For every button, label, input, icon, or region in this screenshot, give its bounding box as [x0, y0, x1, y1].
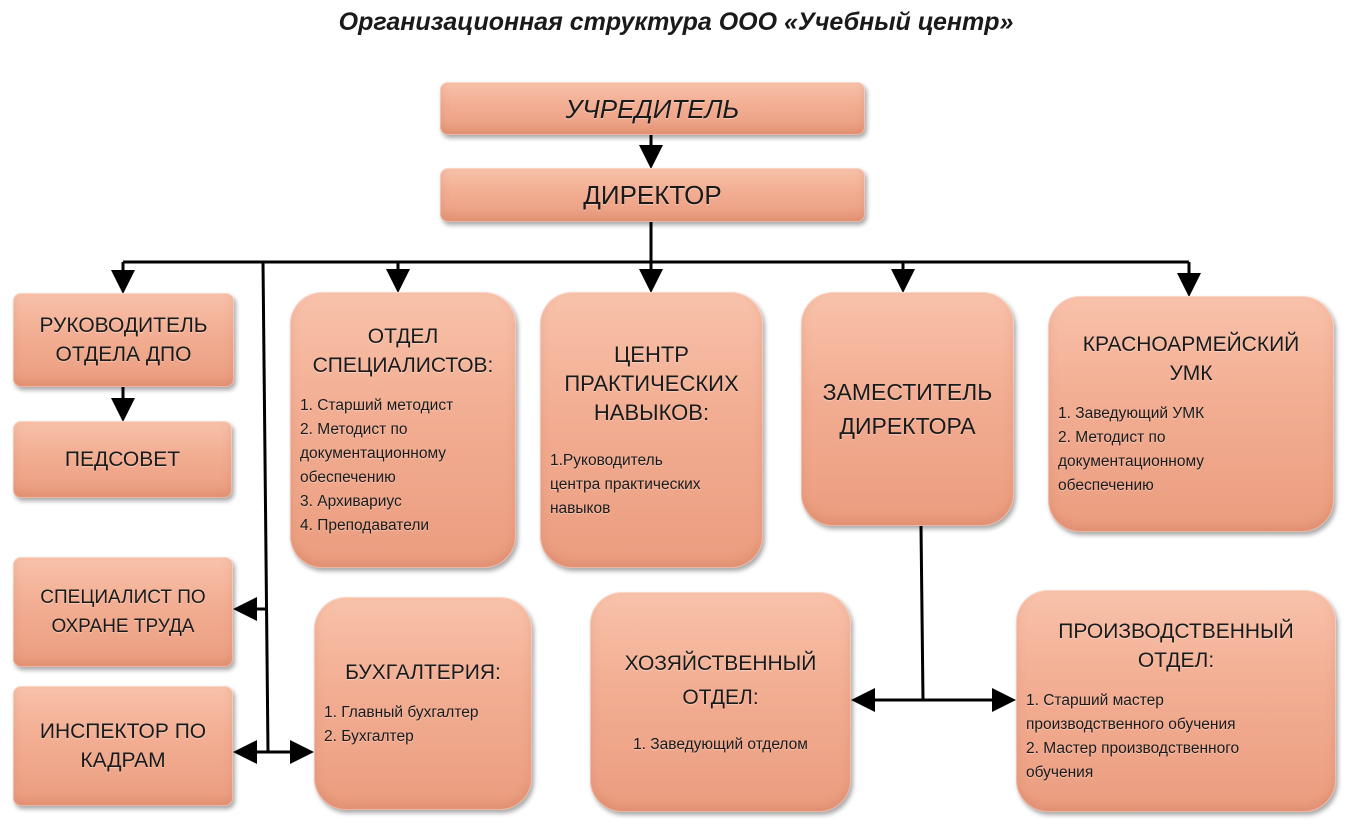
node-title: ХОЗЯЙСТВЕННЫЙ — [624, 652, 817, 675]
node-title: ПРОИЗВОДСТВЕННЫЙ — [1058, 620, 1294, 643]
node-item: обучения — [1026, 764, 1094, 781]
node-household: ХОЗЯЙСТВЕННЫЙ ОТДЕЛ: 1. Заведующий отдел… — [590, 592, 851, 812]
node-item: 2. Методист по — [1058, 429, 1166, 446]
node-safety: СПЕЦИАЛИСТ ПО ОХРАНЕ ТРУДА — [13, 557, 233, 667]
node-production: ПРОИЗВОДСТВЕННЫЙ ОТДЕЛ: 1. Старший масте… — [1016, 590, 1336, 812]
node-label: СПЕЦИАЛИСТ ПО — [40, 587, 206, 608]
node-item: 4. Преподаватели — [300, 517, 430, 534]
chart-title: Организационная структура ООО «Учебный ц… — [338, 8, 1014, 36]
node-title: ПРАКТИЧЕСКИХ — [564, 370, 739, 396]
node-label: ОХРАНЕ ТРУДА — [51, 616, 195, 637]
node-director: ДИРЕКТОР — [440, 168, 865, 222]
node-label: ЗАМЕСТИТЕЛЬ — [822, 379, 993, 405]
node-item: 1. Старший мастер — [1026, 692, 1164, 709]
node-item: 2. Мастер производственного — [1026, 740, 1240, 757]
node-label: ИНСПЕКТОР ПО — [39, 720, 207, 743]
node-item: 1. Старший методист — [300, 397, 454, 414]
node-label: РУКОВОДИТЕЛЬ — [39, 314, 208, 337]
node-item: 1. Заведующий УМК — [1058, 405, 1205, 422]
node-item: документационному — [300, 445, 447, 462]
node-item: 2. Бухгалтер — [324, 728, 414, 745]
node-item: 3. Архивариус — [300, 493, 402, 510]
node-label: ОТДЕЛА ДПО — [55, 343, 192, 366]
node-title: СПЕЦИАЛИСТОВ: — [312, 354, 494, 377]
node-title: ОТДЕЛ — [367, 325, 439, 348]
node-label: ПЕДСОВЕТ — [64, 448, 181, 471]
node-accounting: БУХГАЛТЕРИЯ: 1. Главный бухгалтер 2. Бух… — [314, 597, 532, 810]
node-title: ЦЕНТР — [614, 341, 689, 367]
node-label: ДИРЕКТОР — [583, 180, 722, 210]
node-deputy: ЗАМЕСТИТЕЛЬ ДИРЕКТОРА — [801, 292, 1014, 526]
node-specialists: ОТДЕЛ СПЕЦИАЛИСТОВ: 1. Старший методист … — [290, 292, 516, 568]
node-item: документационному — [1058, 453, 1205, 470]
node-label: КАДРАМ — [80, 749, 166, 772]
node-item: центра практических — [550, 475, 701, 493]
node-practice: ЦЕНТР ПРАКТИЧЕСКИХ НАВЫКОВ: 1.Руководите… — [540, 292, 763, 568]
node-item: 1. Заведующий отделом — [633, 736, 808, 753]
node-title: УМК — [1169, 362, 1213, 385]
node-label: ДИРЕКТОРА — [839, 413, 976, 439]
node-item: производственного обучения — [1026, 716, 1236, 733]
node-item: обеспечению — [300, 469, 396, 486]
node-item: 1.Руководитель — [550, 451, 663, 469]
node-item: 2. Методист по — [300, 421, 408, 438]
node-title: ОТДЕЛ: — [682, 686, 759, 709]
node-founder: УЧРЕДИТЕЛЬ — [440, 82, 865, 135]
node-umk: КРАСНОАРМЕЙСКИЙ УМК 1. Заведующий УМК 2.… — [1048, 296, 1334, 532]
node-item: навыков — [550, 499, 611, 517]
node-pedsovet: ПЕДСОВЕТ — [13, 421, 232, 498]
node-title: ОТДЕЛ: — [1137, 649, 1215, 672]
node-title: КРАСНОАРМЕЙСКИЙ — [1082, 333, 1300, 356]
node-item: 1. Главный бухгалтер — [324, 704, 479, 721]
node-dpo-head: РУКОВОДИТЕЛЬ ОТДЕЛА ДПО — [13, 293, 234, 387]
node-title: НАВЫКОВ: — [593, 399, 710, 425]
line-left-vertical — [261, 261, 270, 753]
node-label: УЧРЕДИТЕЛЬ — [565, 93, 740, 124]
node-title: БУХГАЛТЕРИЯ: — [345, 661, 501, 684]
node-hr: ИНСПЕКТОР ПО КАДРАМ — [13, 686, 233, 806]
node-item: обеспечению — [1058, 477, 1154, 494]
